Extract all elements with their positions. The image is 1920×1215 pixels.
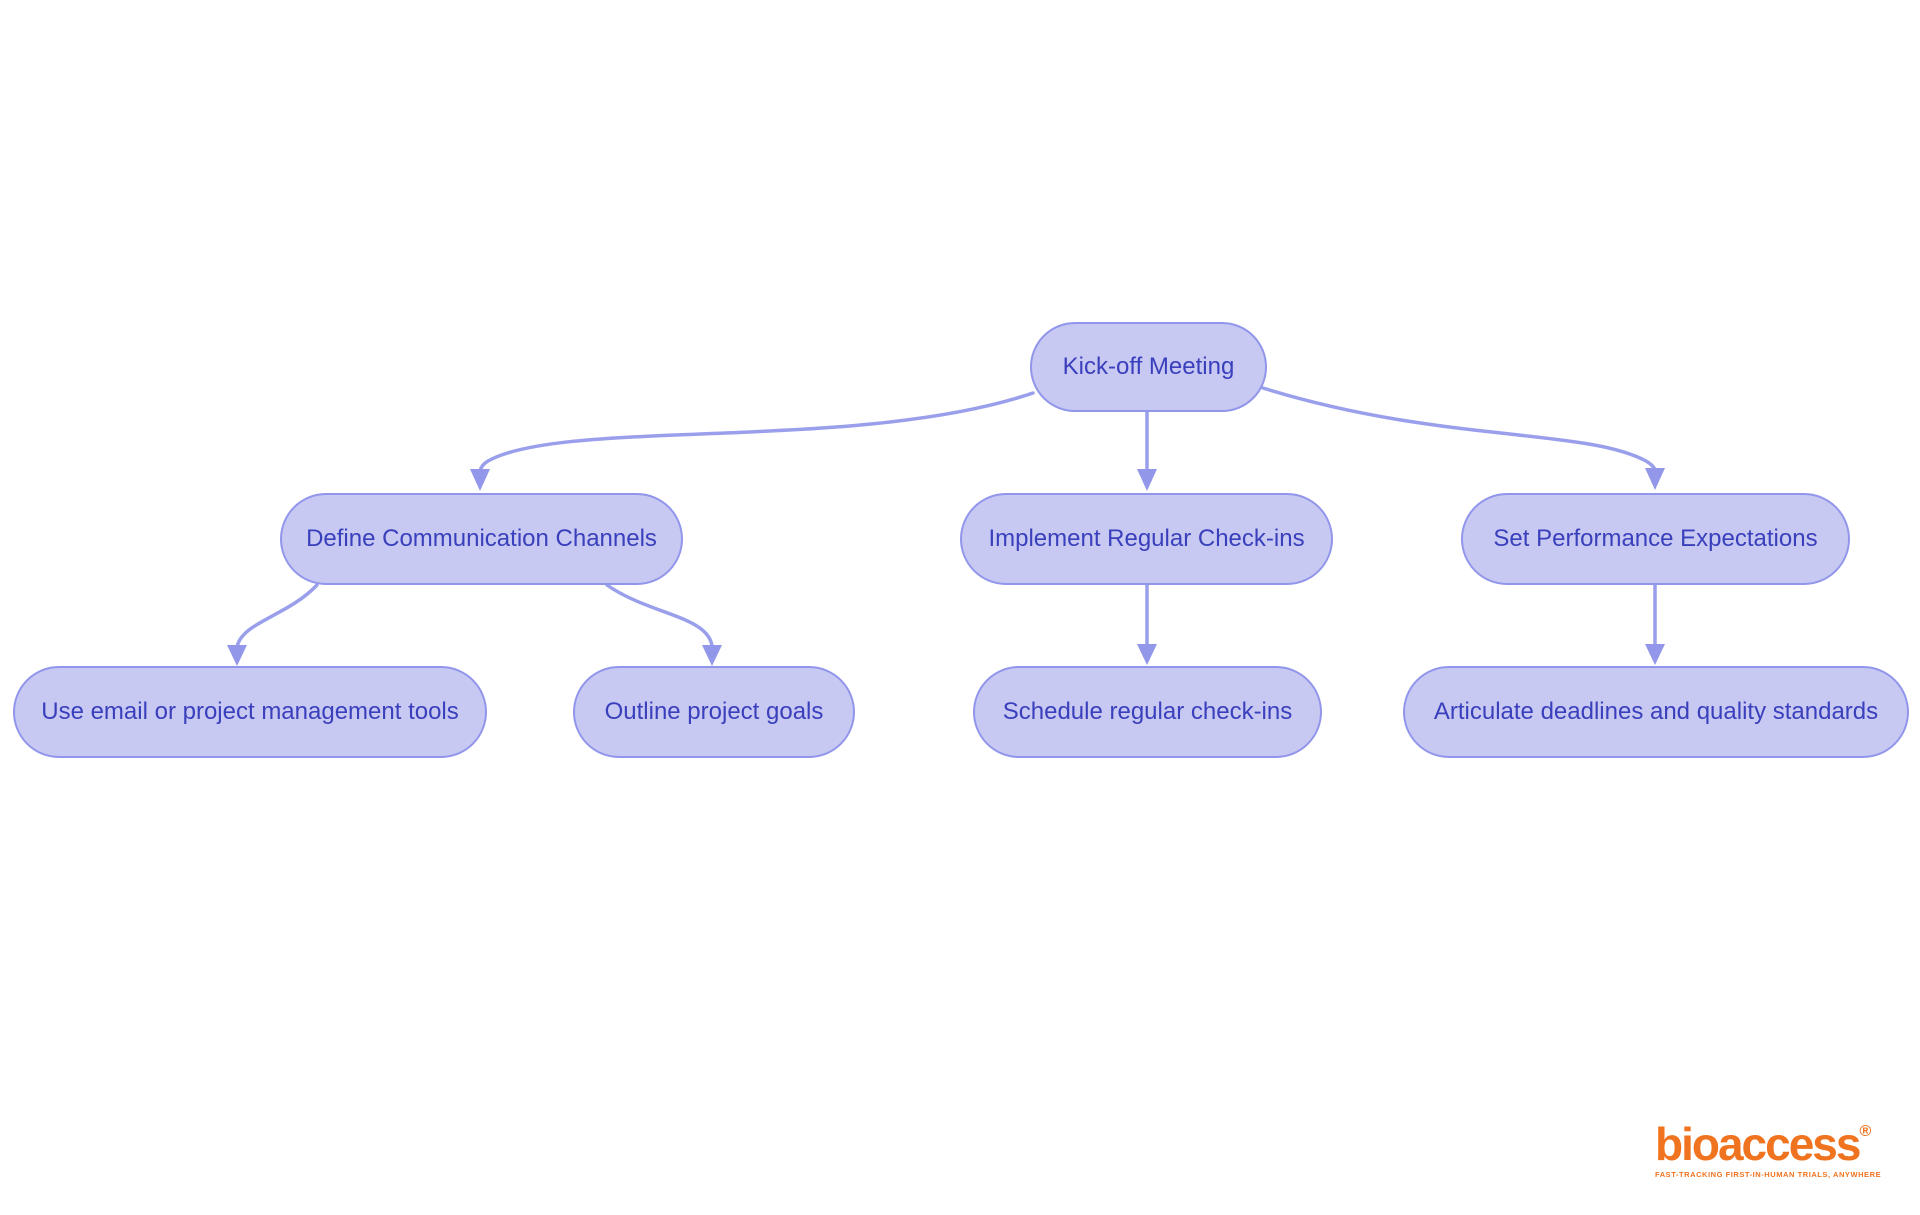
node-label: Set Performance Expectations bbox=[1493, 525, 1818, 553]
node-define-communication-channels: Define Communication Channels bbox=[280, 493, 683, 585]
logo-tagline: FAST-TRACKING FIRST-IN-HUMAN TRIALS, ANY… bbox=[1655, 1170, 1882, 1179]
arrowhead-set-expectations bbox=[1645, 468, 1665, 490]
node-outline-project-goals: Outline project goals bbox=[573, 666, 855, 758]
node-use-email-or-project-management-tools: Use email or project management tools bbox=[13, 666, 487, 758]
node-label: Define Communication Channels bbox=[306, 525, 657, 553]
bioaccess-logo: bioaccess® FAST-TRACKING FIRST-IN-HUMAN … bbox=[1655, 1121, 1881, 1179]
arrowhead-schedule-checkins bbox=[1137, 644, 1157, 665]
node-label: Schedule regular check-ins bbox=[1002, 698, 1293, 726]
logo-wordmark: bioaccess bbox=[1655, 1118, 1861, 1170]
arrowhead-implement-checkins bbox=[1137, 469, 1157, 491]
node-label: Kick-off Meeting bbox=[1062, 353, 1235, 381]
edge-kickoff-define-channels bbox=[478, 391, 1035, 473]
node-schedule-regular-checkins: Schedule regular check-ins bbox=[973, 666, 1322, 758]
node-set-performance-expectations: Set Performance Expectations bbox=[1461, 493, 1850, 585]
node-label: Use email or project management tools bbox=[41, 698, 459, 726]
edge-kickoff-set-expectations bbox=[1261, 386, 1657, 472]
edge-define-channels-use-email bbox=[235, 583, 319, 649]
arrowhead-define-channels bbox=[470, 469, 490, 491]
arrowhead-articulate-deadlines bbox=[1645, 644, 1665, 665]
node-label: Articulate deadlines and quality standar… bbox=[1433, 698, 1879, 726]
arrowhead-use-email bbox=[227, 645, 247, 666]
registered-trademark-symbol: ® bbox=[1859, 1123, 1872, 1140]
arrowhead-outline-goals bbox=[702, 645, 722, 666]
node-articulate-deadlines-and-quality-standards: Articulate deadlines and quality standar… bbox=[1403, 666, 1909, 758]
node-label: Implement Regular Check-ins bbox=[988, 525, 1305, 553]
node-implement-regular-checkins: Implement Regular Check-ins bbox=[960, 493, 1333, 585]
edge-define-channels-outline-goals bbox=[605, 583, 714, 648]
node-kickoff-meeting: Kick-off Meeting bbox=[1030, 322, 1267, 412]
node-label: Outline project goals bbox=[604, 698, 824, 726]
